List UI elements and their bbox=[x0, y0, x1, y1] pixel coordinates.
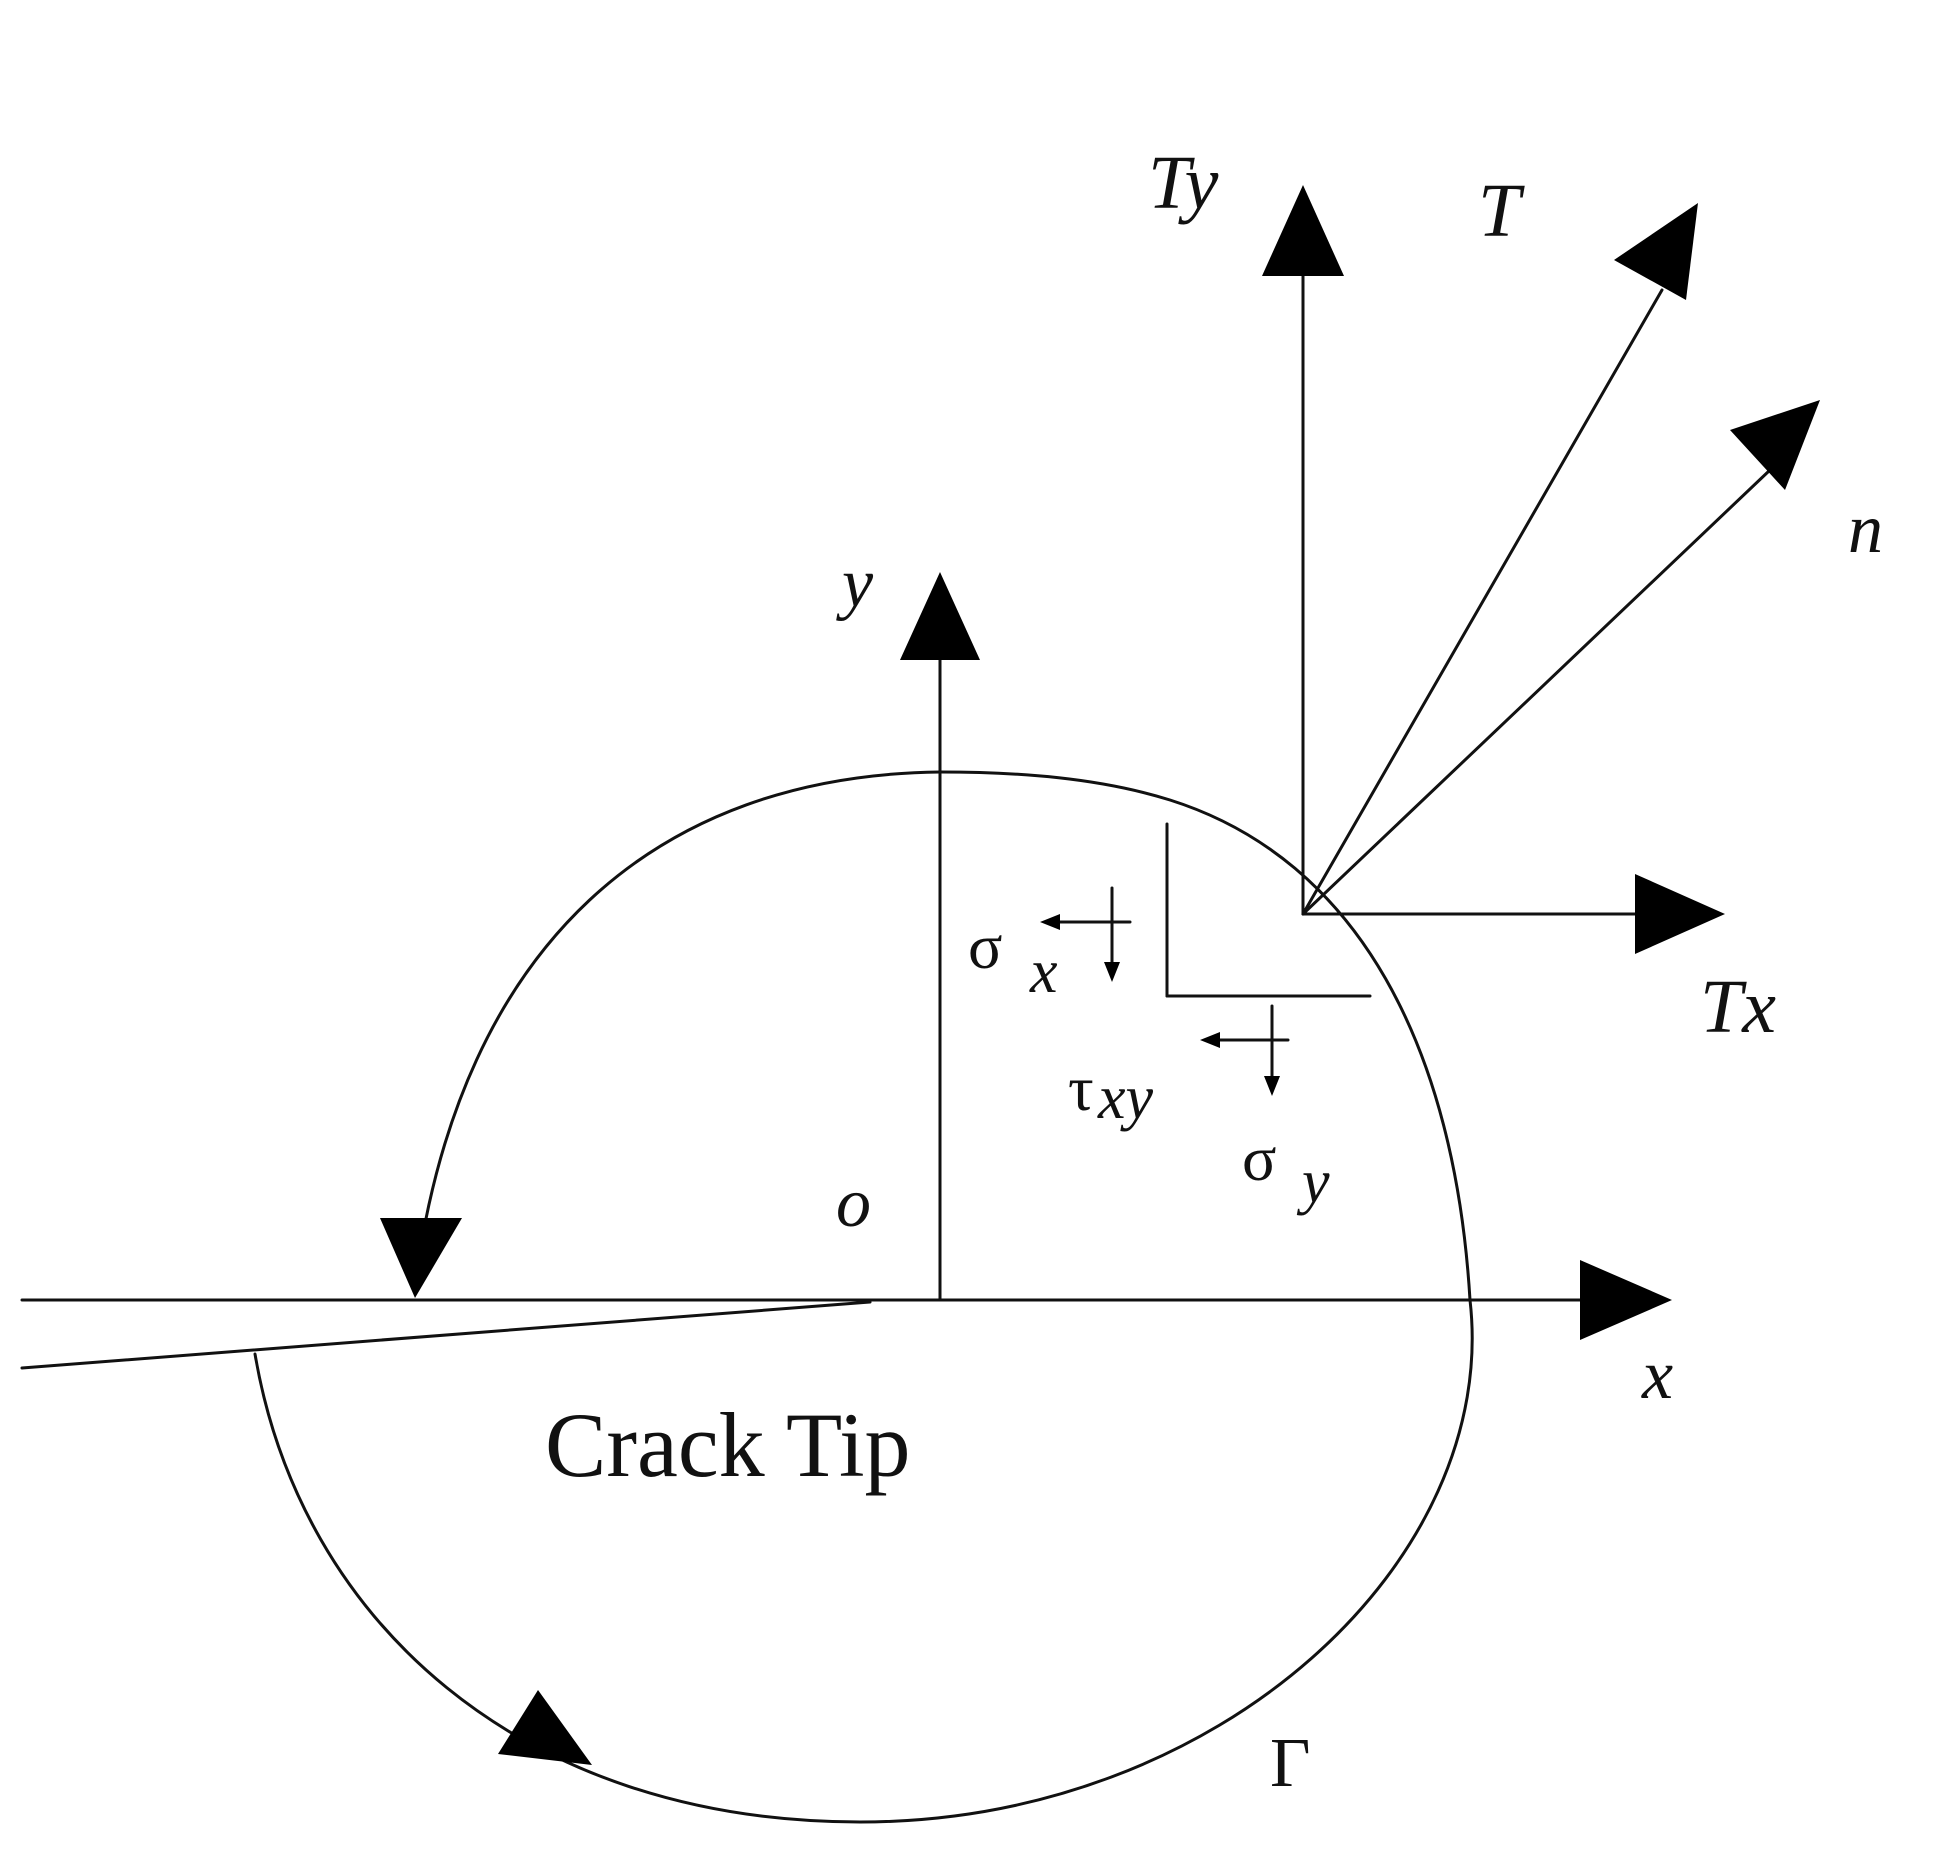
contour-gamma bbox=[253, 770, 1474, 1824]
sigma-x-vertical-arrowhead bbox=[1104, 962, 1120, 982]
label-sigma-x-symbol: σ bbox=[968, 911, 1003, 982]
contour-arrowhead-lower bbox=[498, 1690, 592, 1765]
n-vector-line bbox=[1301, 468, 1772, 916]
ty-vector-arrowhead bbox=[1262, 185, 1344, 276]
n-vector-arrowhead bbox=[1730, 400, 1820, 490]
label-t: T bbox=[1478, 169, 1525, 253]
label-origin-o: o bbox=[836, 1165, 871, 1242]
label-tau-xy-subscript: xy bbox=[1097, 1064, 1154, 1132]
x-axis-arrowhead bbox=[1580, 1260, 1672, 1340]
sigma-y-vertical-arrowhead bbox=[1264, 1076, 1280, 1096]
sigma-y-horizontal-arrowhead bbox=[1200, 1032, 1220, 1048]
t-vector-arrowhead bbox=[1614, 203, 1698, 300]
label-sigma-y-symbol: σ bbox=[1242, 1123, 1277, 1194]
label-gamma: Γ bbox=[1270, 1725, 1310, 1802]
label-ty: Ty bbox=[1148, 141, 1219, 225]
label-tau-xy-symbol: τ bbox=[1068, 1053, 1094, 1124]
label-tx: Tx bbox=[1700, 965, 1776, 1049]
y-axis-arrowhead bbox=[900, 572, 980, 660]
contour-arrowhead-upper bbox=[380, 1218, 462, 1298]
label-y: y bbox=[836, 545, 874, 622]
label-n: n bbox=[1848, 491, 1883, 568]
tx-vector-arrowhead bbox=[1635, 874, 1725, 954]
label-sigma-x-subscript: x bbox=[1029, 938, 1058, 1006]
sigma-x-horizontal-arrowhead bbox=[1040, 914, 1060, 930]
label-x: x bbox=[1641, 1337, 1673, 1414]
label-sigma-y-subscript: y bbox=[1296, 1148, 1330, 1216]
t-vector-line bbox=[1301, 288, 1664, 916]
label-crack-tip: Crack Tip bbox=[545, 1394, 911, 1496]
crack-lower-face bbox=[20, 1300, 872, 1370]
